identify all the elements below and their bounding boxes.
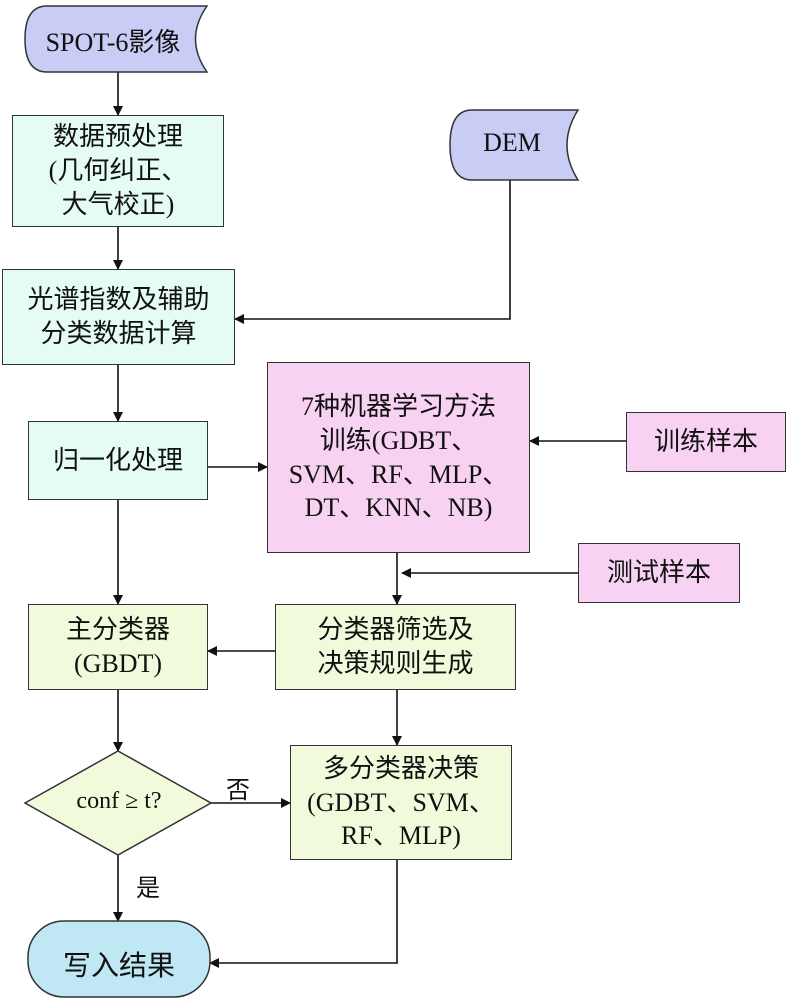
normalize-label: 归一化处理	[52, 445, 183, 475]
preprocess-line-1: 数据预处理	[52, 122, 183, 152]
selection-line-2: 决策规则生成	[317, 649, 474, 678]
train-samples-label: 训练样本	[653, 427, 758, 457]
edge-label-yes: 是	[136, 876, 160, 902]
preprocess-line-2: (几何纠正、	[48, 156, 188, 186]
normalize-box: 归一化处理	[28, 421, 208, 500]
main-classifier-line-2: (GBDT)	[73, 649, 163, 678]
ml-line-4: DT、KNN、NB)	[304, 493, 493, 523]
train-samples-box: 训练样本	[626, 412, 786, 472]
ml-line-3: SVM、RF、MLP、	[288, 459, 509, 489]
selection-box: 分类器筛选及 决策规则生成	[275, 604, 516, 690]
multi-classifier-line-2: (GDBT、SVM、	[307, 787, 495, 817]
spot6-label: SPOT-6影像	[45, 28, 181, 57]
edge-multi-output	[209, 860, 398, 968]
multi-classifier-line-1: 多分类器决策	[322, 753, 479, 783]
preprocess-box: 数据预处理 (几何纠正、 大气校正)	[12, 115, 224, 227]
multi-classifier-line-3: RF、MLP)	[341, 821, 461, 851]
spot6-data-shape	[24, 5, 209, 73]
main-classifier-line-1: 主分类器	[65, 615, 170, 645]
output-label: 写入结果	[62, 951, 175, 982]
multi-classifier-box: 多分类器决策 (GDBT、SVM、 RF、MLP)	[290, 745, 512, 860]
main-classifier-box: 主分类器 (GBDT)	[28, 604, 208, 690]
test-samples-label: 测试样本	[606, 558, 711, 588]
spectral-box: 光谱指数及辅助 分类数据计算	[2, 269, 235, 365]
dem-label: DEM	[483, 128, 541, 157]
ml-line-1: 7种机器学习方法	[300, 391, 496, 421]
test-samples-box: 测试样本	[578, 543, 740, 603]
dem-data-shape	[449, 109, 580, 181]
spectral-line-2: 分类数据计算	[40, 319, 197, 348]
decision-label: conf ≥ t?	[76, 788, 162, 814]
output-terminator	[27, 920, 211, 998]
selection-line-1: 分类器筛选及	[317, 615, 474, 645]
preprocess-line-3: 大气校正)	[61, 189, 175, 219]
ml-training-box: 7种机器学习方法 训练(GDBT、 SVM、RF、MLP、 DT、KNN、NB)	[267, 362, 530, 553]
decision-diamond	[23, 750, 213, 856]
ml-line-2: 训练(GDBT、	[319, 425, 478, 455]
edge-dem-spectral	[234, 180, 511, 324]
spectral-line-1: 光谱指数及辅助	[27, 285, 210, 315]
edge-label-no: 否	[226, 778, 250, 804]
